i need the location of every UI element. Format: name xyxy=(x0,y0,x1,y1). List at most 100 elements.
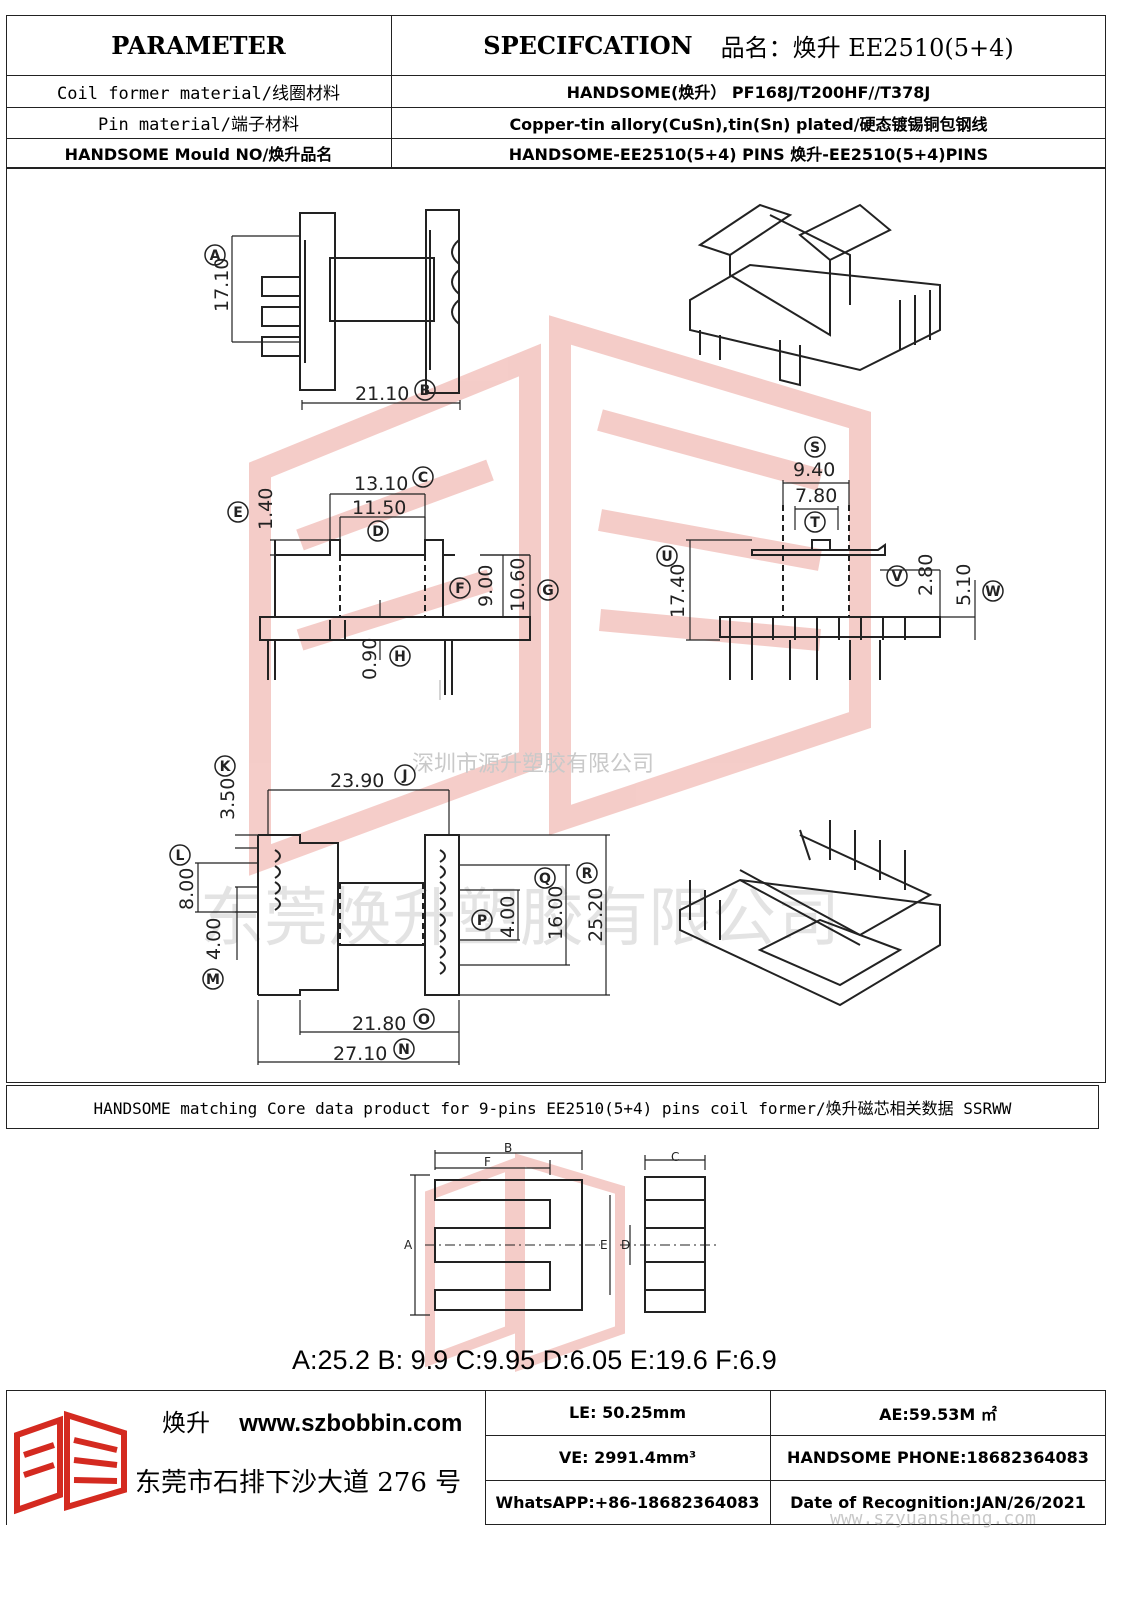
drawing-area xyxy=(6,168,1106,1083)
spec-table xyxy=(6,15,1106,168)
dim-p: 4.00 xyxy=(497,896,519,938)
param-mould-no: HANDSOME Mould NO/焕升品名 xyxy=(64,145,333,164)
dim-q: 16.00 xyxy=(545,886,567,940)
dim-h: 0.90 xyxy=(359,638,381,680)
core-watermark xyxy=(425,1153,625,1373)
company-logo xyxy=(14,1410,127,1515)
label-e: E xyxy=(227,501,249,523)
dim-w: 5.10 xyxy=(953,564,975,606)
label-n: N xyxy=(393,1038,415,1060)
label-r: R xyxy=(576,862,598,884)
param-coil-former-material: Coil former material/线圈材料 xyxy=(57,83,340,104)
core-label-b: B xyxy=(504,1141,512,1155)
dim-r: 25.20 xyxy=(585,888,607,942)
svg-text:A: A xyxy=(210,248,221,264)
footer-brand-line: 焕升 www.szbobbin.com xyxy=(162,1403,462,1438)
front-view-outline xyxy=(259,539,531,695)
svg-text:P: P xyxy=(477,913,487,929)
svg-text:S: S xyxy=(810,440,820,456)
core-section-title: HANDSOME matching Core data product for … xyxy=(93,1099,1012,1118)
label-k: K xyxy=(214,755,236,777)
label-s: S xyxy=(804,436,826,458)
dim-j: 23.90 xyxy=(330,770,384,792)
iso-view-bottom xyxy=(679,820,941,1007)
label-p: P xyxy=(471,909,493,931)
core-dimensions: A:25.2 B: 9.9 C:9.95 D:6.05 E:19.6 F:6.9 xyxy=(292,1345,777,1375)
svg-text:W: W xyxy=(985,584,1000,600)
dim-e: 1.40 xyxy=(255,488,277,530)
whatsapp-value: WhatsAPP:+86-18682364083 xyxy=(495,1493,760,1512)
dim-n: 27.10 xyxy=(333,1043,387,1065)
dim-t: 7.80 xyxy=(795,485,837,507)
svg-text:N: N xyxy=(398,1042,410,1058)
svg-text:T: T xyxy=(810,515,820,531)
core-label-a: A xyxy=(404,1238,413,1252)
specification-header: SPECIFCATION 品名：焕升 EE2510(5+4) xyxy=(391,15,1106,75)
core-label-e: E xyxy=(600,1238,608,1252)
watermark-company-small: 深圳市源升塑胶有限公司 xyxy=(412,752,654,777)
dim-o: 21.80 xyxy=(352,1013,406,1035)
watermark-company-large: 东莞焕升塑胶有限公司 xyxy=(200,882,840,956)
dim-c: 13.10 xyxy=(354,473,408,495)
iso-view-top xyxy=(689,203,941,387)
core-label-f: F xyxy=(484,1155,491,1169)
technical-drawing: 深圳市源升塑胶有限公司 东莞焕升塑胶有限公司 xyxy=(169,203,1004,1065)
dim-v: 2.80 xyxy=(915,554,937,596)
core-title-bar xyxy=(6,1085,1099,1129)
value-mould-no: HANDSOME-EE2510(5+4) PINS 焕升-EE2510(5+4)… xyxy=(508,145,989,164)
core-label-d: D xyxy=(621,1238,630,1252)
ve-value: VE: 2991.4mm³ xyxy=(558,1448,697,1467)
svg-text:U: U xyxy=(661,549,672,565)
dim-b: 21.10 xyxy=(355,383,409,405)
top-view-outline xyxy=(261,209,460,394)
svg-text:O: O xyxy=(418,1012,430,1028)
svg-text:J: J xyxy=(401,768,407,784)
svg-text:C: C xyxy=(418,470,428,486)
label-u: U xyxy=(656,545,678,567)
dim-u: 17.40 xyxy=(667,564,689,618)
param-pin-material: Pin material/端子材料 xyxy=(97,115,300,135)
dim-k: 3.50 xyxy=(217,778,239,820)
core-label-c: C xyxy=(671,1150,679,1164)
svg-text:D: D xyxy=(372,524,384,540)
label-g: G xyxy=(537,579,559,601)
label-a: A xyxy=(204,244,226,266)
label-m: M xyxy=(202,968,224,990)
website-link[interactable]: www.szbobbin.com xyxy=(239,1410,463,1437)
dim-m: 4.00 xyxy=(203,918,225,960)
label-t: T xyxy=(804,511,826,533)
company-address: 东莞市石排下沙大道 276 号 xyxy=(135,1468,462,1498)
svg-text:B: B xyxy=(420,383,431,399)
value-pin-material: Copper-tin allory(CuSn),tin(Sn) plated/硬… xyxy=(509,114,988,134)
svg-text:H: H xyxy=(394,649,406,665)
bottom-view-outline xyxy=(257,834,460,996)
product-name: 品名：焕升 EE2510(5+4) xyxy=(720,33,1014,62)
value-coil-former-material: HANDSOME(焕升） PF168J/T200HF//T378J xyxy=(566,83,931,102)
parameter-header: PARAMETER xyxy=(111,30,286,60)
dim-a: 17.10 xyxy=(211,258,233,312)
label-c: C xyxy=(412,466,434,488)
label-o: O xyxy=(413,1008,435,1030)
label-q: Q xyxy=(534,867,556,889)
svg-text:G: G xyxy=(542,583,554,599)
svg-text:Q: Q xyxy=(539,871,551,887)
dim-s: 9.40 xyxy=(793,459,835,481)
label-b: B xyxy=(414,379,436,401)
svg-text:E: E xyxy=(233,505,243,521)
footer-table xyxy=(485,1390,1106,1525)
svg-text:R: R xyxy=(582,866,593,882)
watermark-url: www.szyuansheng.com xyxy=(830,1508,1036,1529)
dim-f: 9.00 xyxy=(475,565,497,607)
e-core-outline xyxy=(434,1179,583,1311)
specification-header-label: SPECIFCATION xyxy=(483,30,693,60)
core-drawing: A B F C E D xyxy=(404,1141,720,1373)
phone-value: HANDSOME PHONE:18682364083 xyxy=(787,1448,1089,1467)
label-j: J xyxy=(394,764,416,786)
side-view-outline xyxy=(719,505,941,680)
dim-g: 10.60 xyxy=(507,558,529,612)
dim-d: 11.50 xyxy=(352,497,406,519)
label-d: D xyxy=(367,520,389,542)
le-value: LE: 50.25mm xyxy=(568,1403,687,1422)
label-v: V xyxy=(886,565,908,587)
svg-text:L: L xyxy=(176,848,185,864)
